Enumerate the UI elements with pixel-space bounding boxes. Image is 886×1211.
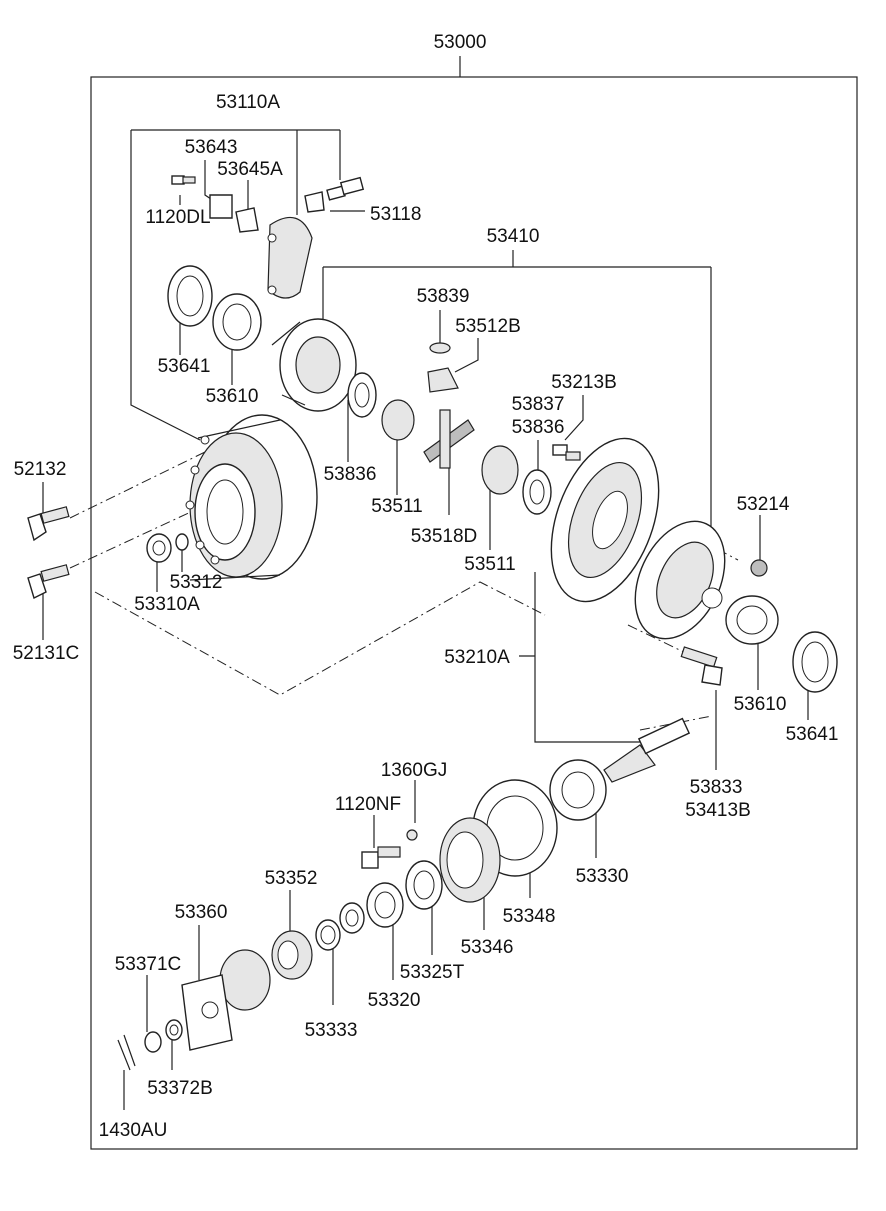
label-53410: 53410 (487, 226, 540, 247)
differential-gears (347, 342, 768, 841)
label-53643: 53643 (185, 137, 238, 158)
adjusting-nuts (167, 265, 838, 693)
label-53413B: 53413B (685, 800, 751, 821)
label-53372B: 53372B (147, 1078, 213, 1099)
label-1120NF: 1120NF (335, 794, 401, 815)
label-53512B: 53512B (455, 316, 521, 337)
label-53213B: 53213B (551, 372, 617, 393)
label-53312: 53312 (170, 572, 223, 593)
callout-labels: 53000 53110A 53643 53645A 1120DL 53118 5… (13, 32, 839, 1141)
label-53348: 53348 (503, 906, 556, 927)
label-1360GJ: 1360GJ (381, 760, 448, 781)
side-bearings (212, 293, 779, 645)
label-53210A: 53210A (444, 647, 510, 668)
label-53310A: 53310A (134, 594, 200, 615)
label-1120DL: 1120DL (145, 207, 210, 228)
label-53511-left: 53511 (371, 496, 422, 517)
label-53330: 53330 (576, 866, 629, 887)
differential-case (271, 318, 357, 412)
ring-gear (550, 437, 660, 603)
label-53836-right: 53836 (512, 417, 565, 438)
label-53610-top: 53610 (206, 386, 259, 407)
label-53118: 53118 (370, 204, 421, 225)
label-53320: 53320 (368, 990, 421, 1011)
lock-plates (209, 191, 325, 233)
label-53833: 53833 (690, 777, 743, 798)
label-53836-left: 53836 (324, 464, 377, 485)
label-53645A: 53645A (217, 159, 283, 180)
label-53325T: 53325T (400, 962, 465, 983)
label-53837: 53837 (512, 394, 565, 415)
label-53360: 53360 (175, 902, 228, 923)
label-52132: 52132 (14, 459, 67, 480)
label-53518D: 53518D (411, 526, 478, 547)
carrier-housing (185, 414, 318, 581)
label-53641-right: 53641 (786, 724, 839, 745)
label-53214: 53214 (737, 494, 790, 515)
case-half-right (634, 520, 726, 640)
label-53610-right: 53610 (734, 694, 787, 715)
label-53371C: 53371C (115, 954, 182, 975)
companion-flange (117, 533, 271, 1071)
drive-pinion (603, 717, 691, 783)
label-53511-right: 53511 (464, 554, 515, 575)
label-53000: 53000 (434, 32, 487, 53)
label-53641-top: 53641 (158, 356, 211, 377)
label-53333: 53333 (305, 1020, 358, 1041)
label-53352: 53352 (265, 868, 318, 889)
leader-lines (42, 129, 809, 1110)
label-53839: 53839 (417, 286, 470, 307)
label-1430AU: 1430AU (99, 1120, 168, 1141)
label-53110A: 53110A (216, 92, 280, 113)
label-52131C: 52131C (13, 643, 80, 664)
bolts (27, 175, 723, 869)
label-53346: 53346 (461, 937, 514, 958)
assembly-frame (90, 76, 858, 1150)
bearing-cap (267, 216, 313, 299)
pinion-components (271, 759, 607, 980)
